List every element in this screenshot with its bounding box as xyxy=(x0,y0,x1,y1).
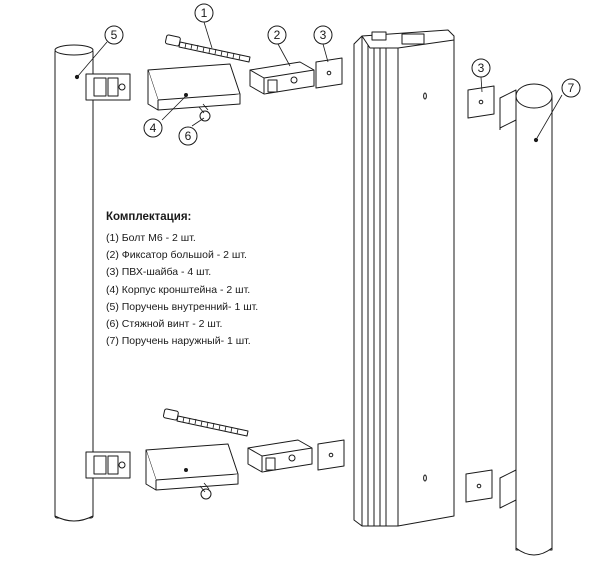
callout-label-5: 5 xyxy=(111,28,118,42)
callout-circle-1 xyxy=(194,3,214,23)
bracket-body-bottom xyxy=(145,443,239,491)
callouts xyxy=(104,3,581,146)
callout-label-3-right: 3 xyxy=(478,61,485,75)
clamping-screw-top xyxy=(198,103,211,122)
callout-label-3-top: 3 xyxy=(320,28,327,42)
callout-circle-2 xyxy=(267,25,287,45)
large-fixator-top xyxy=(249,61,315,95)
handrail-clamp-bottom xyxy=(85,451,131,479)
leader-lines xyxy=(77,21,563,139)
pvc-washer-bottom-right xyxy=(465,469,493,503)
pvc-washer-top-right xyxy=(467,85,495,119)
parts-list-item-bracket: (4) Корпус кронштейна - 2 шт. xyxy=(106,283,251,296)
bracket-body-top xyxy=(147,63,241,111)
parts-list-item-fixator: (2) Фиксатор большой - 2 шт. xyxy=(106,249,247,262)
callout-label-6: 6 xyxy=(185,129,192,143)
bolt-m6-top xyxy=(164,34,251,63)
parts-list: Комплектация: (1) Болт М6 - 2 шт. (2) Фи… xyxy=(106,211,346,350)
callout-circle-4 xyxy=(143,118,163,138)
clamping-screw-bottom xyxy=(199,482,212,500)
door-profile xyxy=(353,29,455,527)
callout-circle-3-right xyxy=(471,58,491,78)
callout-circle-3-top xyxy=(313,25,333,45)
parts-list-item-inner-handrail: (5) Поручень внутренний- 1 шт. xyxy=(106,300,259,313)
parts-list-item-screw: (6) Стяжной винт - 2 шт. xyxy=(106,318,223,331)
parts-list-item-washer: (3) ПВХ-шайба - 4 шт. xyxy=(106,266,212,279)
callout-circle-7 xyxy=(561,78,581,98)
callout-circle-6 xyxy=(178,126,198,146)
handrail-clamp-top xyxy=(85,73,131,101)
outer-handrail xyxy=(499,83,553,556)
callout-label-7: 7 xyxy=(568,81,575,95)
parts-list-item-bolt: (1) Болт М6 - 2 шт. xyxy=(106,232,196,244)
bolt-m6-bottom xyxy=(162,408,249,437)
pvc-washer-bottom-left xyxy=(317,439,345,471)
callout-label-1: 1 xyxy=(201,6,208,20)
callout-label-2: 2 xyxy=(274,28,281,42)
pvc-washer-top-left xyxy=(315,57,343,89)
large-fixator-bottom xyxy=(247,439,313,473)
inner-handrail xyxy=(54,44,94,522)
parts-list-title: Комплектация: xyxy=(106,211,192,223)
callout-label-4: 4 xyxy=(150,121,157,135)
callout-circle-5 xyxy=(104,25,124,45)
parts-list-item-outer-handrail: (7) Поручень наружный- 1 шт. xyxy=(106,335,251,348)
